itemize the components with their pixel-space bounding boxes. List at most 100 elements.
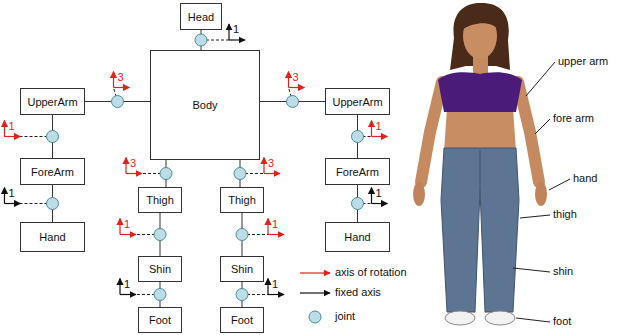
axis-arrow <box>4 121 5 137</box>
legend-samples <box>300 273 330 323</box>
purple-top <box>438 72 522 112</box>
axis-number: 1 <box>9 187 15 200</box>
part-box: Thigh <box>138 187 182 213</box>
axis-icon <box>5 188 53 204</box>
part-label: thigh <box>553 208 577 221</box>
axis-arrow <box>263 158 264 174</box>
body-box: Body <box>150 50 260 160</box>
part-box: Shin <box>220 256 264 282</box>
axis-arrow <box>372 203 388 204</box>
joint-circle <box>234 168 246 180</box>
axis-arrow <box>371 121 372 137</box>
axis-arrow <box>228 24 229 40</box>
midriff <box>444 108 516 152</box>
axis-number: 1 <box>376 120 382 133</box>
axis-arrow <box>264 173 280 174</box>
part-name: Hand <box>344 231 370 243</box>
part-name: Foot <box>149 314 171 326</box>
part-name: Thigh <box>228 194 256 206</box>
axis-arrow <box>114 87 130 88</box>
joint-circle <box>154 289 166 301</box>
axis-arrow <box>268 294 284 295</box>
part-box: ForeArm <box>325 158 390 185</box>
axis-number: 1 <box>124 218 130 231</box>
part-label: upper arm <box>558 55 608 68</box>
joint-circle <box>160 168 172 180</box>
joint-circle <box>236 289 248 301</box>
part-label: shin <box>553 265 573 278</box>
leader-line <box>526 62 555 96</box>
axis-number: 3 <box>293 71 299 84</box>
axis-number: 1 <box>124 278 130 291</box>
part-box: Thigh <box>220 187 264 213</box>
right-arm <box>518 82 539 182</box>
jeans <box>441 148 519 312</box>
right-shoe <box>485 311 515 325</box>
leader-line <box>549 179 570 190</box>
axis-number: 1 <box>233 23 239 36</box>
right-hand <box>535 182 547 206</box>
part-box: Hand <box>20 222 85 252</box>
joint-circle <box>47 198 59 210</box>
joint-circle <box>287 96 299 108</box>
axis-number: 3 <box>118 71 124 84</box>
part-name: Hand <box>39 231 65 243</box>
hair-bangs <box>461 9 499 30</box>
axis-number: 1 <box>272 218 278 231</box>
part-name: ForeArm <box>31 166 74 178</box>
axis-icon <box>242 219 284 235</box>
dashed-leader <box>5 203 53 204</box>
leader-line <box>535 119 550 134</box>
part-name: Shin <box>149 263 171 275</box>
axis-number: 1 <box>9 120 15 133</box>
part-box: UpperArm <box>20 88 85 115</box>
part-label: fore arm <box>553 112 594 125</box>
part-name: Foot <box>231 314 253 326</box>
joint-circle <box>352 131 364 143</box>
part-name: Body <box>192 99 217 111</box>
part-box: ForeArm <box>20 158 85 185</box>
part-name: ForeArm <box>336 166 379 178</box>
joint-circle <box>236 229 248 241</box>
joint-circle <box>352 198 364 210</box>
axis-arrow <box>268 234 284 235</box>
axis-arrow <box>120 234 136 235</box>
part-label: hand <box>573 172 597 185</box>
axis-arrow <box>267 279 268 295</box>
axis-number: 1 <box>272 278 278 291</box>
axis-arrow <box>119 279 120 295</box>
dashed-leader <box>5 136 53 137</box>
axis-arrow <box>372 136 388 137</box>
joint-circle <box>154 229 166 241</box>
legend-text: fixed axis <box>335 286 381 299</box>
leader-line <box>516 318 550 322</box>
part-name: UpperArm <box>332 96 382 108</box>
leader-lines <box>513 62 570 322</box>
legend-text: joint <box>335 310 355 323</box>
left-shoe <box>445 311 475 325</box>
part-box: Hand <box>325 222 390 252</box>
joint-circle <box>195 34 207 46</box>
axis-arrow <box>5 136 21 137</box>
axis-arrow <box>371 188 372 204</box>
axis-number: 3 <box>130 157 136 170</box>
leader-line <box>513 268 550 272</box>
part-name: Thigh <box>146 194 174 206</box>
part-box: Shin <box>138 256 182 282</box>
axis-arrow <box>288 72 289 88</box>
axis-arrow <box>267 219 268 235</box>
part-box: Head <box>180 3 222 30</box>
leader-line <box>520 215 550 218</box>
part-name: Shin <box>231 263 253 275</box>
axis-icon <box>5 121 53 137</box>
part-box: Foot <box>138 307 182 333</box>
axis-arrow <box>119 219 120 235</box>
axis-number: 3 <box>268 157 274 170</box>
left-hand <box>413 182 425 206</box>
axis-arrow <box>125 158 126 174</box>
legend-text: axis of rotation <box>335 266 407 279</box>
axis-number: 1 <box>376 187 382 200</box>
